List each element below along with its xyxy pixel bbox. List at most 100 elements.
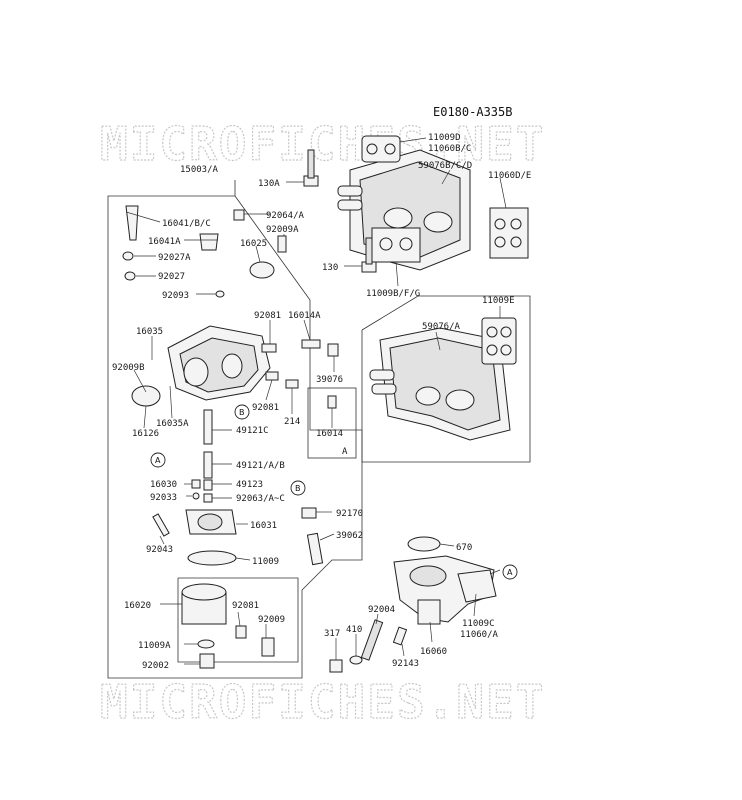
label-59076a: 59076/A bbox=[422, 322, 461, 332]
intake-manifold-lower bbox=[369, 327, 511, 441]
label-11060a: 11060/A bbox=[460, 630, 499, 640]
label-49121ab: 49121/A/B bbox=[236, 461, 285, 471]
label-16014: 16014 bbox=[316, 429, 343, 439]
label-box-a: A bbox=[342, 447, 348, 457]
label-130: 130 bbox=[322, 263, 338, 273]
label-670: 670 bbox=[456, 543, 472, 553]
screw-16014a bbox=[301, 339, 321, 349]
label-16020: 16020 bbox=[124, 601, 151, 611]
spring-92081-lower bbox=[235, 625, 247, 639]
label-39062: 39062 bbox=[336, 531, 363, 541]
pin-16030 bbox=[191, 479, 201, 489]
label-16030: 16030 bbox=[150, 480, 177, 490]
carburetor-body bbox=[167, 325, 271, 401]
manifold-gasket-11060de bbox=[489, 207, 529, 259]
gasket-11009 bbox=[187, 550, 237, 566]
gasket-11009c bbox=[457, 569, 497, 603]
screw-16014 bbox=[327, 395, 337, 409]
clip-92170 bbox=[301, 507, 317, 519]
label-92002: 92002 bbox=[142, 661, 169, 671]
valve-16025 bbox=[249, 261, 275, 279]
float-bowl-16020 bbox=[181, 583, 227, 625]
label-92033: 92033 bbox=[150, 493, 177, 503]
screw-92064a bbox=[233, 209, 245, 221]
label-49121c: 49121C bbox=[236, 426, 269, 436]
label-92027a: 92027A bbox=[158, 253, 191, 263]
label-92081-middle: 92081 bbox=[252, 403, 279, 413]
svg-text:A: A bbox=[155, 456, 161, 465]
label-92170: 92170 bbox=[336, 509, 363, 519]
throttle-lever-16041bc bbox=[125, 205, 139, 241]
pin-92033 bbox=[192, 492, 200, 500]
watermark-top: MICROFICHES.NET bbox=[100, 117, 545, 171]
label-49123: 49123 bbox=[236, 480, 263, 490]
leader-lines bbox=[125, 137, 507, 665]
label-11009c: 11009C bbox=[462, 619, 495, 629]
stud-92004 bbox=[360, 619, 384, 661]
label-11009bfg: 11009B/F/G bbox=[366, 289, 420, 299]
spring-92027 bbox=[124, 271, 136, 281]
label-16035a: 16035A bbox=[156, 419, 189, 429]
part-labels: 15003/A 16041/B/C 92064/A 16041A 92009A … bbox=[112, 133, 531, 671]
label-11009: 11009 bbox=[252, 557, 279, 567]
spring-92027a bbox=[122, 251, 134, 261]
label-16060: 16060 bbox=[420, 647, 447, 657]
label-92081-upper: 92081 bbox=[254, 311, 281, 321]
label-410: 410 bbox=[346, 625, 362, 635]
svg-text:B: B bbox=[239, 408, 245, 417]
label-317: 317 bbox=[324, 629, 340, 639]
label-92009b: 92009B bbox=[112, 363, 145, 373]
watermark-bottom: MICROFICHES.NET bbox=[100, 675, 545, 729]
label-92004: 92004 bbox=[368, 605, 395, 615]
callout-b-lower: B bbox=[290, 480, 306, 496]
label-92093: 92093 bbox=[162, 291, 189, 301]
nut-317 bbox=[329, 659, 343, 673]
label-92063ac: 92063/A~C bbox=[236, 494, 285, 504]
bolt-130a bbox=[303, 149, 319, 187]
manifold-gasket-11009d bbox=[361, 135, 401, 163]
pipe-49121ab bbox=[203, 451, 213, 479]
bolt-130 bbox=[361, 237, 377, 273]
manifold-frame bbox=[361, 295, 531, 463]
spring-92009a bbox=[277, 235, 287, 253]
callout-b-upper: B bbox=[234, 404, 250, 420]
jet-92063ac bbox=[203, 493, 213, 503]
label-16041bc: 16041/B/C bbox=[162, 219, 211, 229]
label-16014a: 16014A bbox=[288, 311, 321, 321]
label-39076: 39076 bbox=[316, 375, 343, 385]
label-59076bcd: 59076B/C/D bbox=[418, 161, 472, 171]
svg-text:A: A bbox=[507, 568, 513, 577]
subassembly-box-a bbox=[307, 387, 357, 459]
spring-92081-middle bbox=[265, 371, 279, 381]
label-130a: 130A bbox=[258, 179, 280, 189]
label-92027: 92027 bbox=[158, 272, 185, 282]
callout-a-left: A bbox=[150, 452, 166, 468]
pin-92043 bbox=[152, 513, 170, 537]
pipe-49121c bbox=[203, 409, 213, 445]
gasket-670 bbox=[407, 536, 441, 552]
label-92009a: 92009A bbox=[266, 225, 299, 235]
label-11060de: 11060D/E bbox=[488, 171, 531, 181]
carburetor-frame bbox=[107, 180, 363, 679]
label-16035: 16035 bbox=[136, 327, 163, 337]
gasket-11009a bbox=[197, 639, 215, 649]
label-16031: 16031 bbox=[250, 521, 277, 531]
label-214: 214 bbox=[284, 417, 300, 427]
label-11060bc: 11060B/C bbox=[428, 144, 471, 154]
spring-92081-upper bbox=[261, 343, 277, 353]
callout-a-right: A bbox=[502, 564, 518, 580]
label-92043: 92043 bbox=[146, 545, 173, 555]
float-bowl-frame bbox=[177, 577, 299, 663]
label-11009e: 11009E bbox=[482, 296, 515, 306]
washer-410 bbox=[349, 655, 363, 665]
label-16126: 16126 bbox=[132, 429, 159, 439]
lever-16041a bbox=[199, 233, 219, 251]
svg-text:B: B bbox=[295, 484, 301, 493]
label-11009a: 11009A bbox=[138, 641, 171, 651]
label-16041a: 16041A bbox=[148, 237, 181, 247]
label-92081-lower: 92081 bbox=[232, 601, 259, 611]
label-92143: 92143 bbox=[392, 659, 419, 669]
tube-39062 bbox=[306, 532, 324, 566]
collar-92143 bbox=[392, 626, 408, 646]
